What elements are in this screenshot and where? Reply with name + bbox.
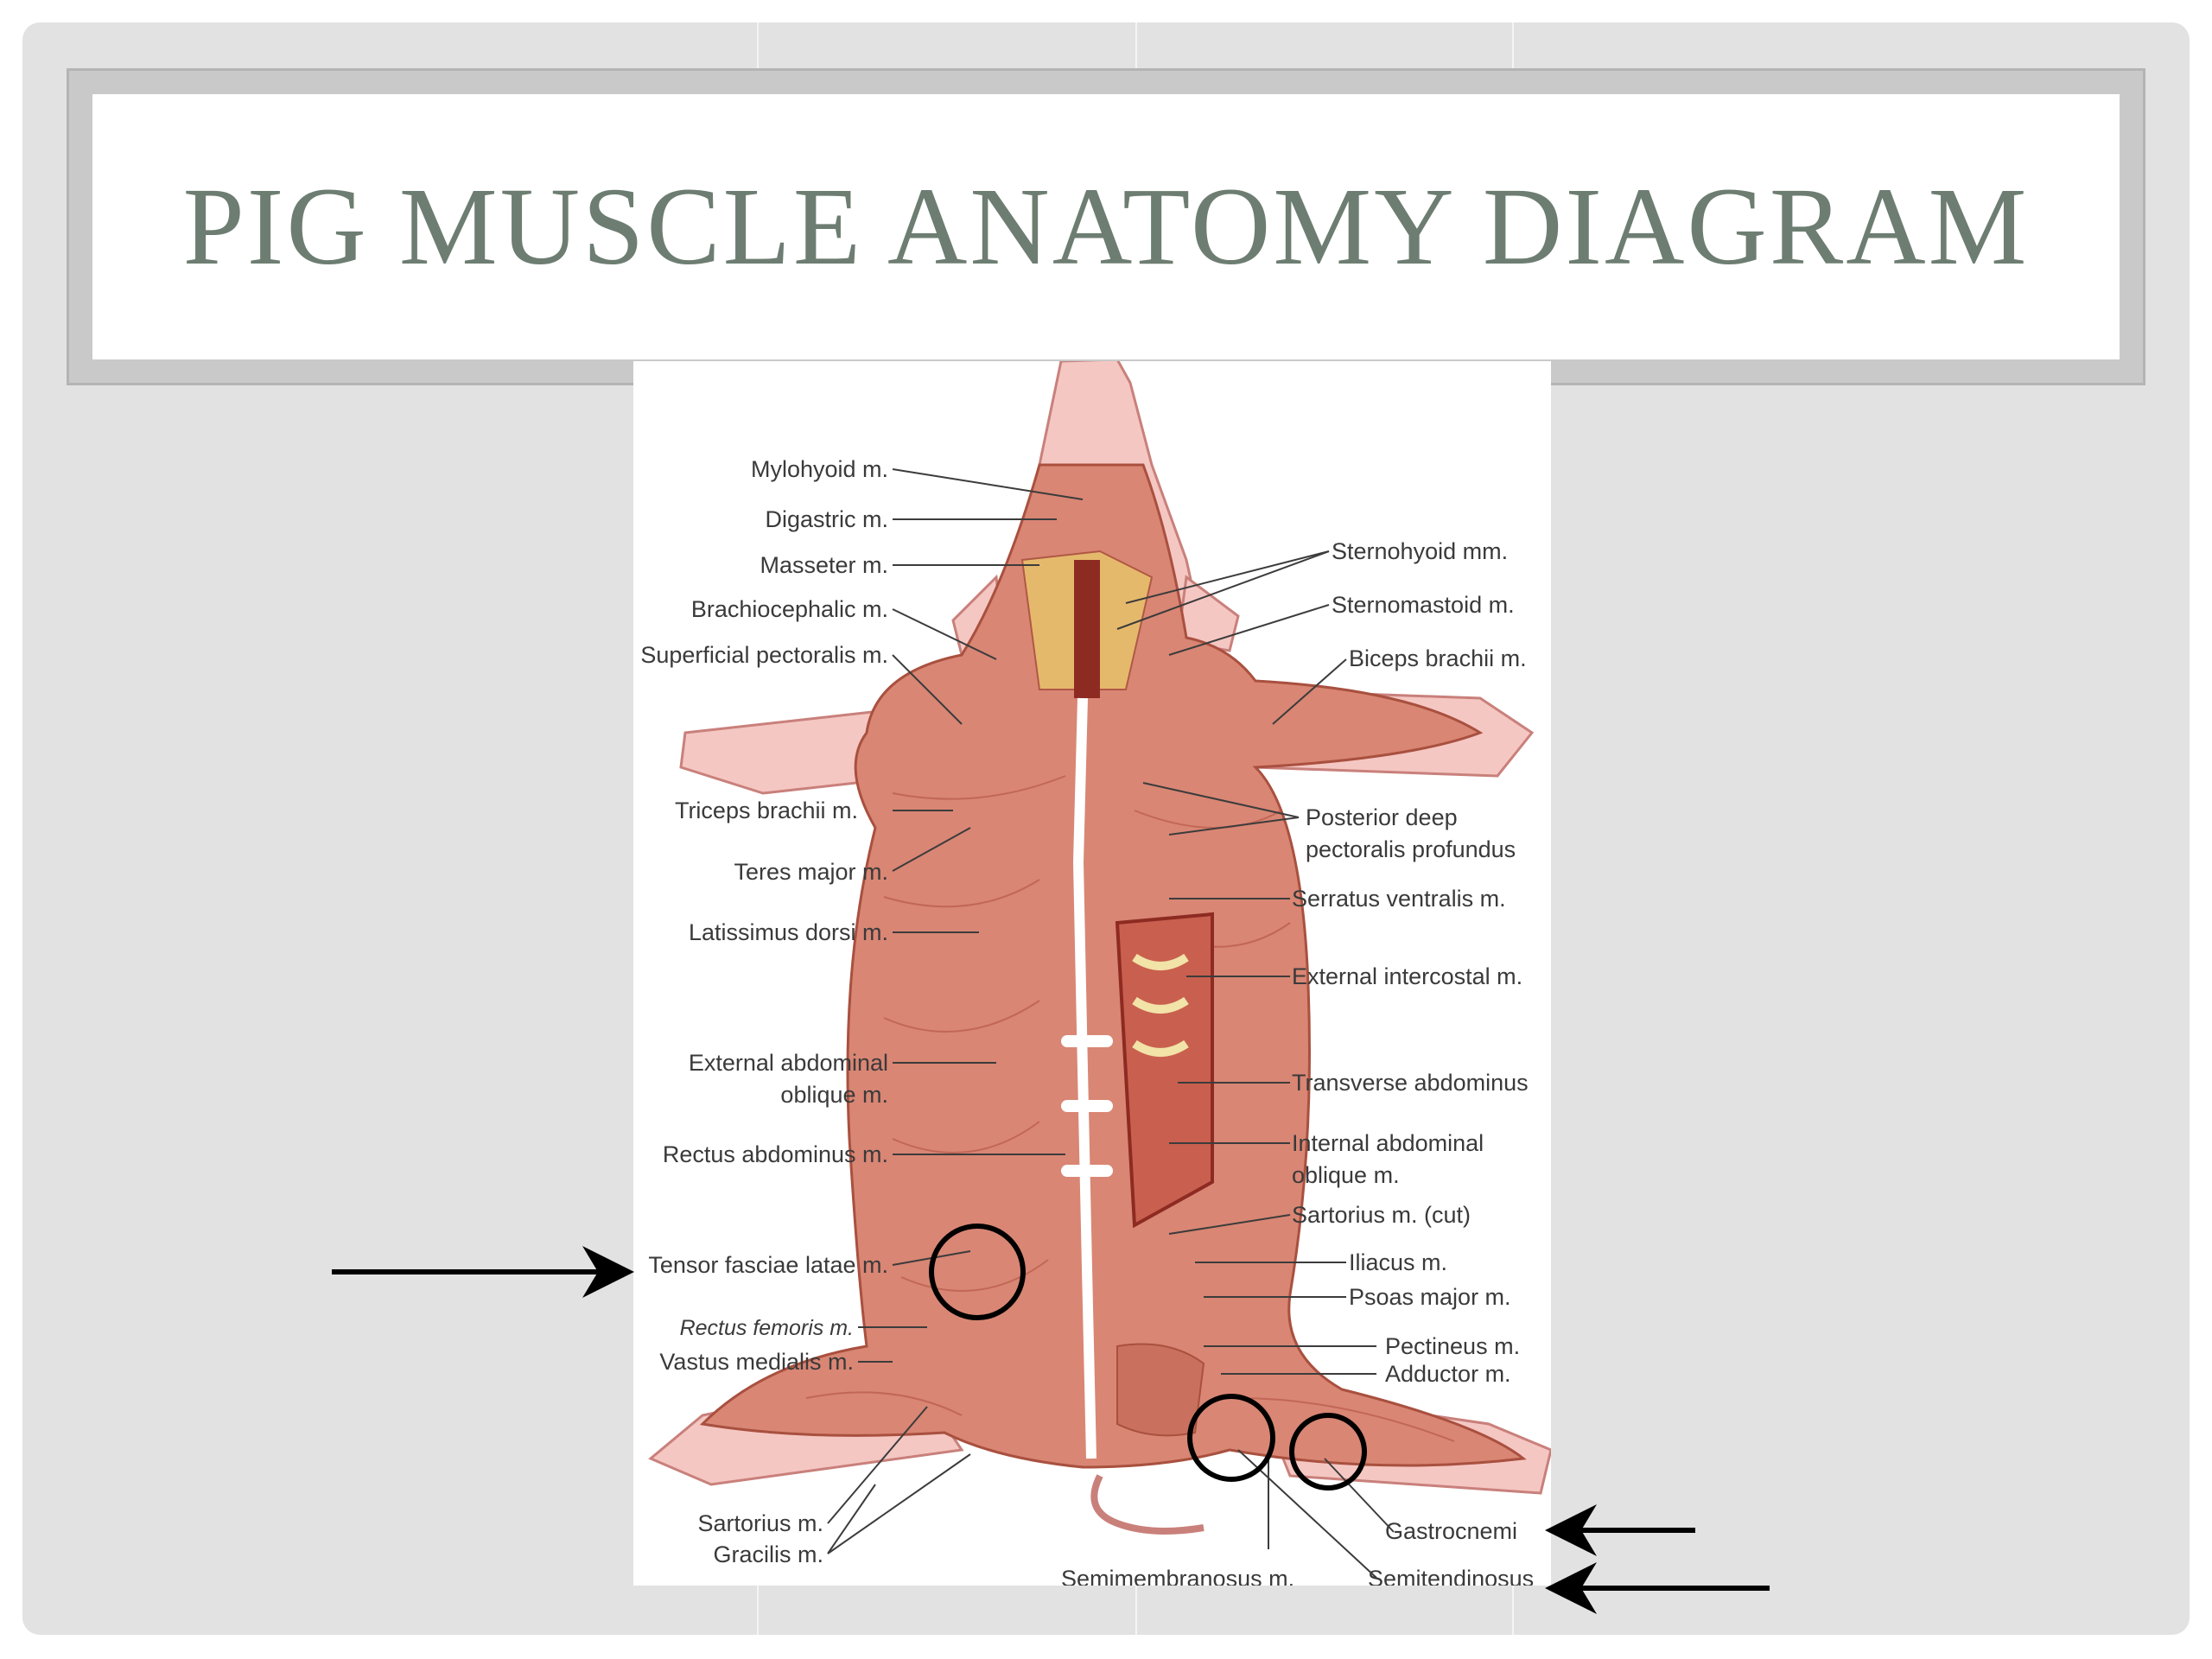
semimembranosus-circle [1190, 1396, 1273, 1479]
gastrocnemius-circle [1292, 1415, 1364, 1488]
tensor-fasciae-latae-circle [931, 1226, 1023, 1318]
